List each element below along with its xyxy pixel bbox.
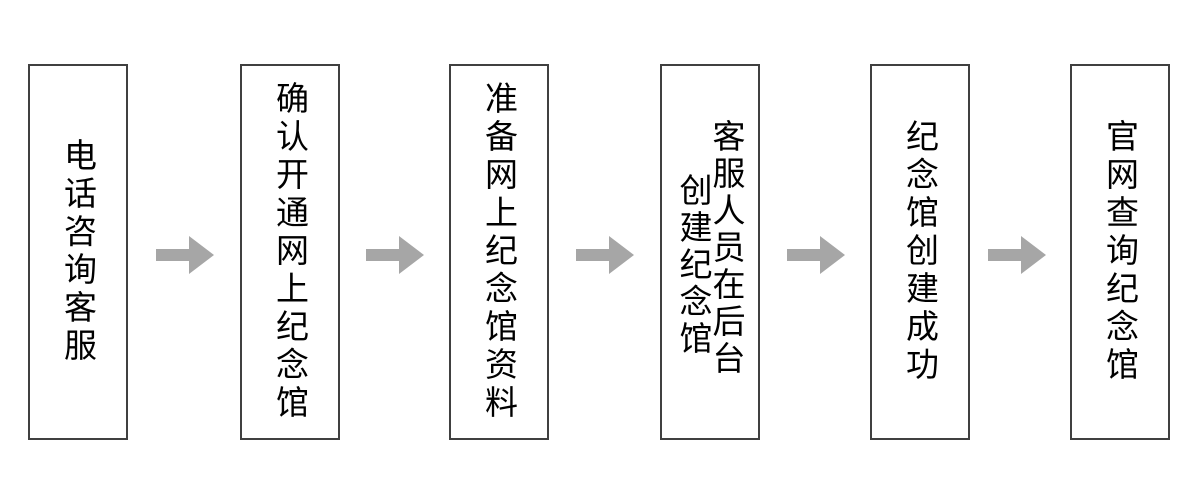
flow-arrow-5 xyxy=(988,236,1046,274)
process-step-2[interactable]: 确认开通网上纪念馆 xyxy=(240,64,340,440)
process-step-4-label-column-1: 客服人员在后台 xyxy=(707,118,746,378)
process-step-3-label: 准备网上纪念馆资料 xyxy=(479,81,519,423)
right-arrow-icon xyxy=(787,236,845,274)
right-arrow-icon xyxy=(576,236,634,274)
right-arrow-icon xyxy=(988,236,1046,274)
flow-arrow-4 xyxy=(787,236,845,274)
process-step-5-label: 纪念馆创建成功 xyxy=(900,119,940,385)
process-step-1-label: 电话咨询客服 xyxy=(58,138,98,366)
process-step-6[interactable]: 官网查询纪念馆 xyxy=(1070,64,1170,440)
process-step-6-label: 官网查询纪念馆 xyxy=(1100,119,1140,385)
flow-arrow-1 xyxy=(156,236,214,274)
flow-arrow-2 xyxy=(366,236,424,274)
right-arrow-icon xyxy=(156,236,214,274)
process-step-5[interactable]: 纪念馆创建成功 xyxy=(870,64,970,440)
process-step-2-label: 确认开通网上纪念馆 xyxy=(270,81,310,423)
process-step-1[interactable]: 电话咨询客服 xyxy=(28,64,128,440)
process-step-4[interactable]: 客服人员在后台 创建纪念馆 xyxy=(660,64,760,440)
process-step-3[interactable]: 准备网上纪念馆资料 xyxy=(449,64,549,440)
process-step-4-label-column-2: 创建纪念馆 xyxy=(674,172,713,358)
flow-arrow-3 xyxy=(576,236,634,274)
right-arrow-icon xyxy=(366,236,424,274)
